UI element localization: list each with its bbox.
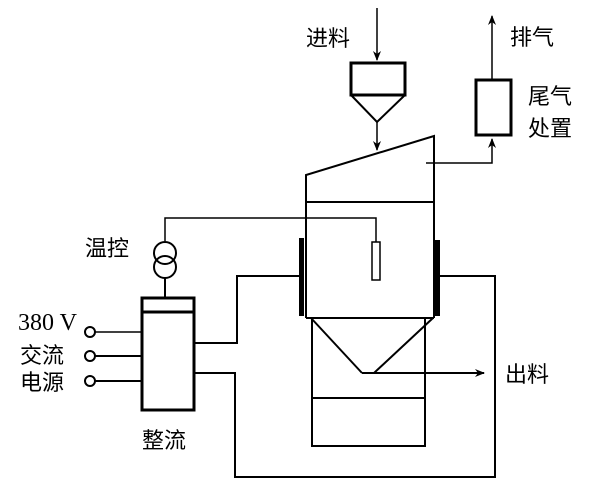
collection-chamber — [310, 317, 434, 447]
thermocouple-wire — [164, 217, 377, 242]
feed-hopper — [349, 61, 407, 124]
transformer-icon — [153, 241, 177, 298]
power-ac-label: 交流 — [20, 344, 64, 369]
positive-wire — [194, 275, 299, 344]
power-voltage-label: 380 V — [18, 310, 78, 336]
exhaust-pipe — [426, 138, 496, 164]
power-source-label: 电源 — [20, 371, 64, 396]
electrode-left — [299, 238, 304, 316]
feed-label: 进料 — [306, 27, 350, 52]
negative-wire — [194, 275, 496, 478]
tail-gas-treatment-box — [474, 78, 513, 137]
furnace-body — [305, 134, 435, 319]
rectifier-box — [140, 296, 196, 412]
tail-gas-label-1: 尾气 — [528, 85, 572, 110]
exhaust-label: 排气 — [510, 26, 554, 51]
temperature-control-label: 温控 — [85, 237, 129, 262]
tail-gas-label-2: 处置 — [528, 117, 572, 142]
rectifier-label: 整流 — [142, 429, 186, 454]
power-terminals — [84, 326, 142, 387]
electrode-right — [435, 240, 440, 316]
discharge-label: 出料 — [505, 363, 549, 388]
thermocouple-probe — [371, 241, 381, 281]
